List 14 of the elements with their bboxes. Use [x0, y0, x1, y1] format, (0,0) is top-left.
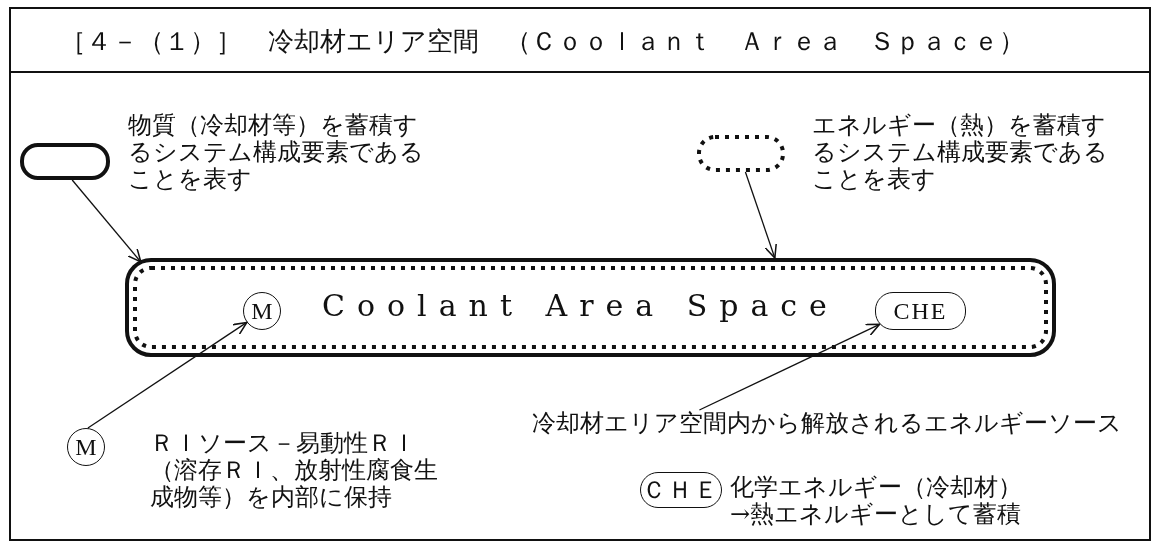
- leader-arrow: [698, 323, 881, 411]
- description-text: エネルギー（熱）を蓄積するシステム構成要素であることを表す: [812, 112, 1109, 193]
- storage-area: [125, 258, 1056, 357]
- description-text: 冷却材エリア空間内から解放されるエネルギーソース: [532, 410, 1152, 440]
- leader-arrow: [71, 179, 142, 263]
- description-text: ＲＩソース－易動性ＲＩ（溶存ＲＩ、放射性腐食生成物等）を内部に保持: [150, 430, 439, 511]
- solid-rounded-box: [20, 143, 110, 180]
- title: ［４－（１）］ 冷却材エリア空間 （Ｃｏｏｌａｎｔ Ａｒｅａ Ｓｐａｃｅ）: [60, 25, 1025, 58]
- leader-arrow: [744, 171, 777, 259]
- dotted-rounded-box: [697, 135, 785, 172]
- description-text: 物質（冷却材等）を蓄積するシステム構成要素であることを表す: [128, 112, 425, 193]
- leader-arrow: [87, 321, 248, 429]
- area-name: Coolant Area Space: [322, 288, 839, 323]
- description-text: 化学エネルギー（冷却材）→熱エネルギーとして蓄積: [730, 474, 1023, 528]
